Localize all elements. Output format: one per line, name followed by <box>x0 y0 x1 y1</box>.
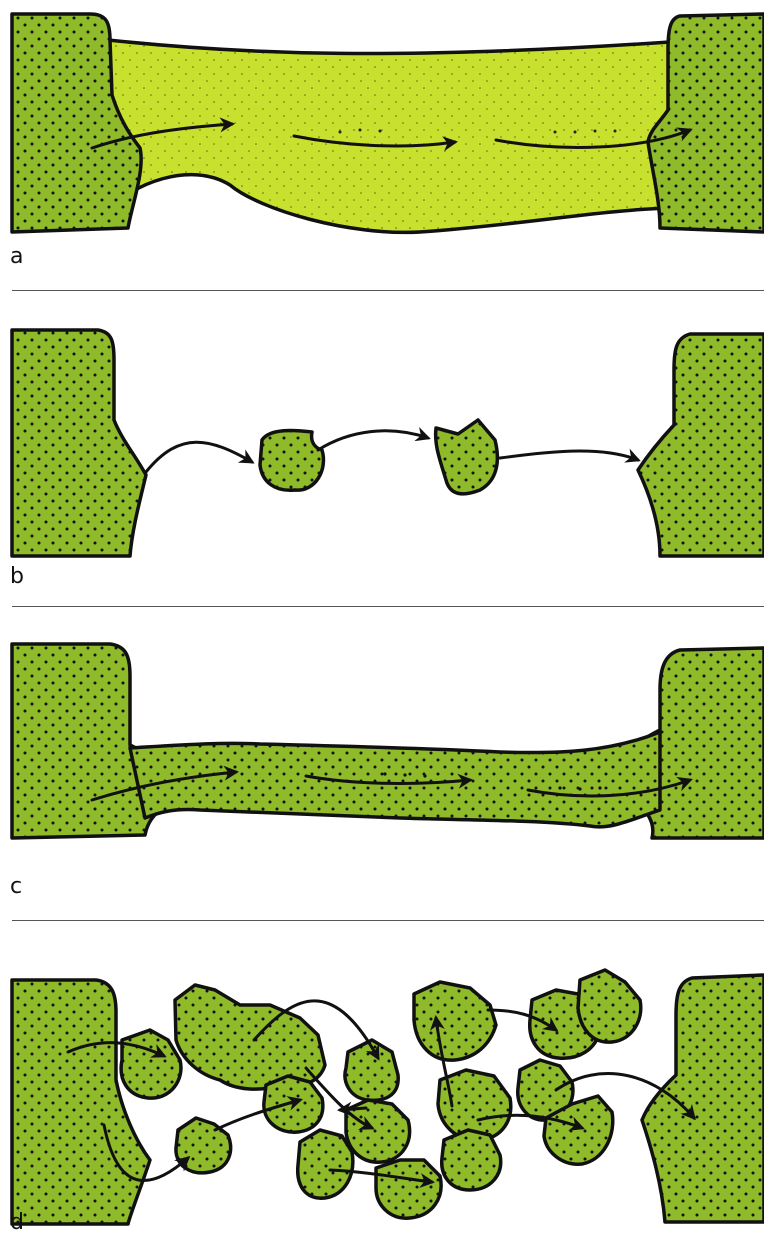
panel-d-right-grain <box>642 975 764 1222</box>
panel-label-b: b <box>10 564 24 589</box>
panel-d-grain-2 <box>175 985 325 1089</box>
panel-b-diagram <box>12 330 764 556</box>
panel-d-flow-arrow-6 <box>340 1108 366 1110</box>
panel-d-grain-11 <box>442 1130 501 1190</box>
panel-d-diagram <box>12 970 764 1224</box>
panel-b-right-grain <box>638 334 764 556</box>
panel-divider <box>12 606 764 607</box>
panel-a-bridge <box>108 40 670 232</box>
panel-b-fragment-2 <box>436 420 498 494</box>
panel-divider <box>12 290 764 291</box>
panel-d-grain-5 <box>298 1130 353 1198</box>
panel-b-left-grain <box>12 330 146 556</box>
panel-a-diagram <box>12 14 764 232</box>
panel-c-bridge <box>130 732 660 827</box>
panel-label-c: c <box>10 874 22 899</box>
panel-b-flow-arrow-3 <box>500 451 638 460</box>
panel-b-fragment-1 <box>260 430 323 490</box>
panel-divider <box>12 920 764 921</box>
panel-b-flow-arrow-1 <box>146 442 252 472</box>
panel-d-grain-9 <box>414 982 496 1060</box>
panel-c-diagram <box>12 644 764 838</box>
panel-d-grain-1 <box>121 1030 181 1098</box>
panel-d-grain-4 <box>264 1076 323 1132</box>
panel-b-flow-arrow-2 <box>318 431 428 450</box>
panel-d-left-grain <box>12 980 150 1224</box>
panel-d-grain-14 <box>578 970 641 1042</box>
panel-label-d: d <box>10 1210 24 1235</box>
panel-label-a: a <box>10 244 23 269</box>
panel-d-grain-10 <box>438 1070 511 1140</box>
panel-d-grain-8 <box>376 1160 441 1218</box>
